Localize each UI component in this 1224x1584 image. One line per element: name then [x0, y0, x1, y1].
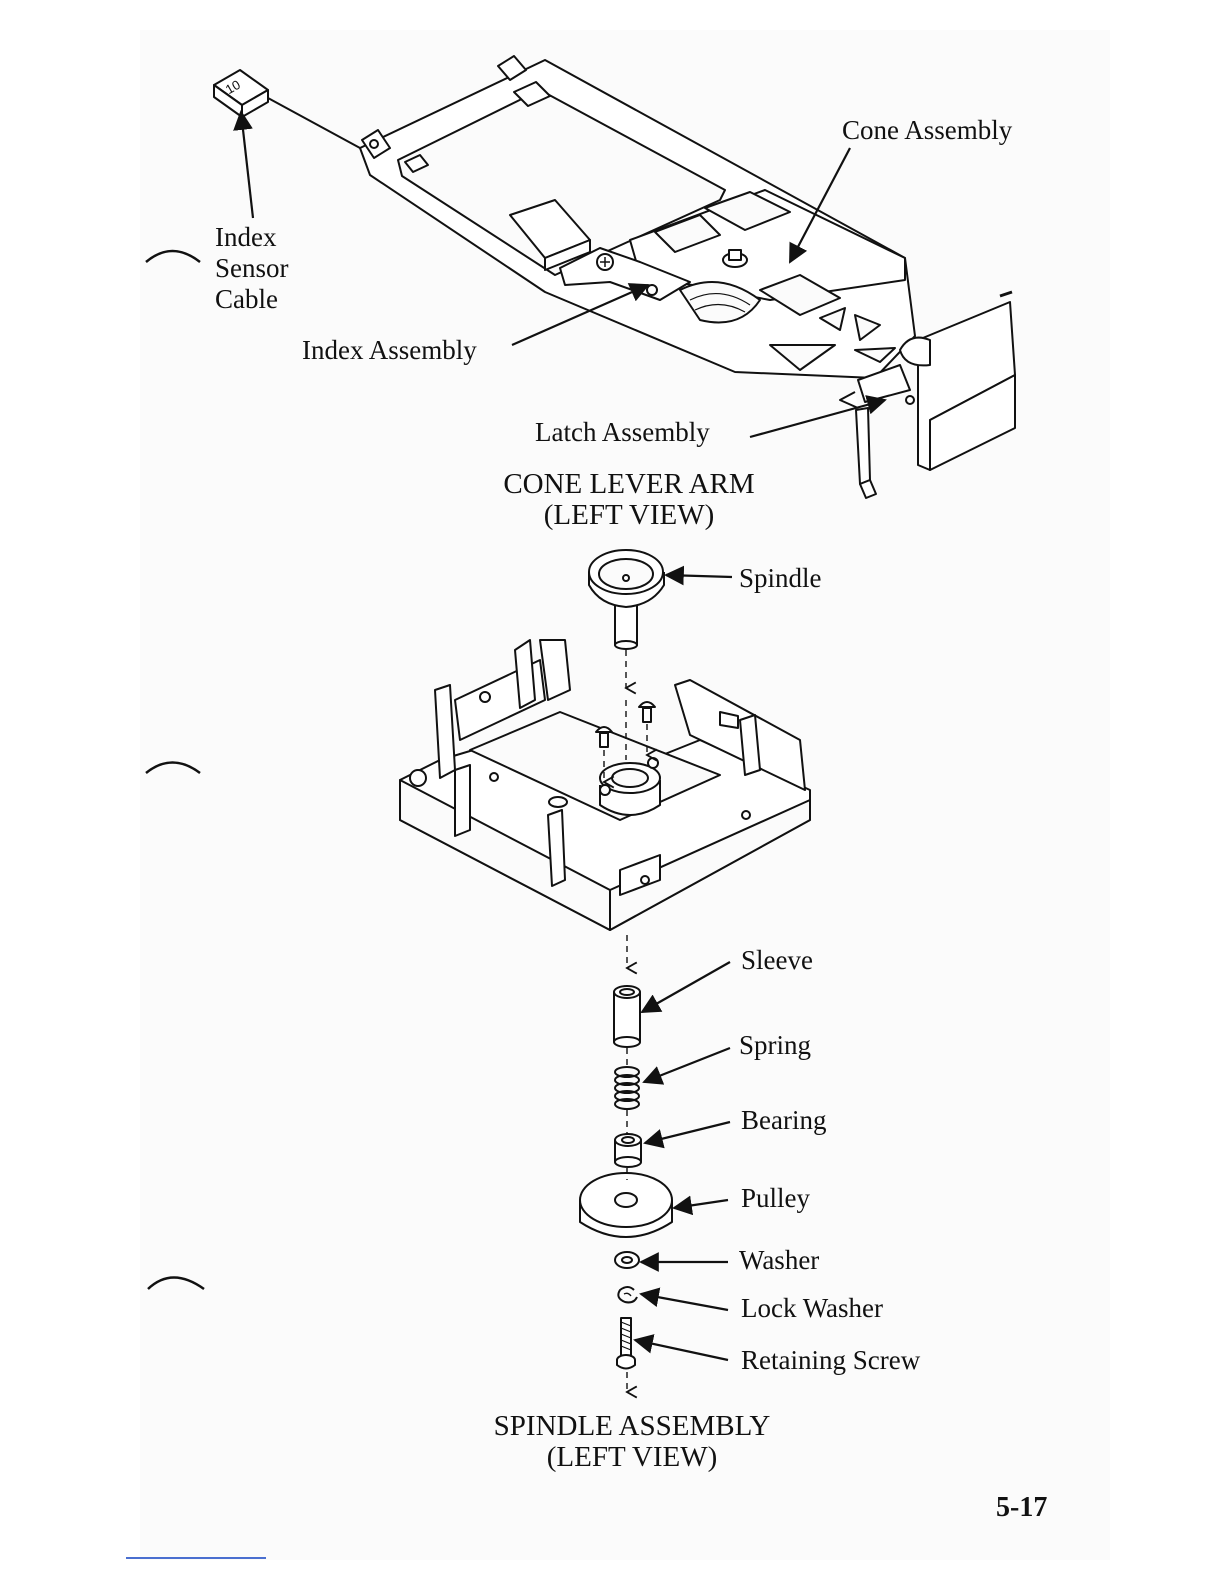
label-cone-assembly: Cone Assembly: [842, 115, 1012, 145]
label-index-sensor-cable-line2: Sensor: [215, 253, 289, 283]
binder-hole-marks: [146, 251, 204, 1289]
bearing-part: [615, 1134, 641, 1167]
lower-figure-title-line2: (LEFT VIEW): [452, 1441, 812, 1473]
upper-figure-title-line2: (LEFT VIEW): [479, 499, 779, 531]
index-sensor-connector: 10: [214, 70, 268, 117]
leader-spring: [644, 1048, 730, 1082]
label-latch-assembly: Latch Assembly: [535, 417, 710, 447]
spindle-part: [589, 550, 664, 649]
leader-index-sensor-cable: [241, 112, 253, 218]
label-index-sensor-cable-line3: Cable: [215, 284, 278, 314]
pulley-part: [580, 1173, 672, 1237]
label-bearing: Bearing: [741, 1105, 826, 1135]
label-index-sensor-cable-line1: Index: [215, 222, 276, 252]
leader-lock-washer: [641, 1294, 728, 1310]
label-lock-washer: Lock Washer: [741, 1293, 883, 1323]
sleeve-part: [614, 986, 640, 1047]
label-retaining-screw: Retaining Screw: [741, 1345, 920, 1375]
leader-sleeve: [642, 962, 730, 1012]
label-spring: Spring: [739, 1030, 811, 1060]
retaining-screw-part: [617, 1318, 635, 1369]
page-number: 5-17: [996, 1492, 1047, 1524]
label-index-assembly: Index Assembly: [302, 335, 477, 365]
washer-part: [615, 1252, 639, 1268]
label-sleeve: Sleeve: [741, 945, 813, 975]
label-pulley: Pulley: [741, 1183, 810, 1213]
leader-bearing: [645, 1122, 730, 1143]
leader-retaining-screw: [635, 1340, 728, 1360]
drive-chassis: [400, 640, 810, 930]
footer-rule: [126, 1557, 266, 1559]
label-washer: Washer: [739, 1245, 819, 1275]
label-spindle: Spindle: [739, 563, 822, 593]
lock-washer-part: [618, 1287, 637, 1302]
lower-figure-title-line1: SPINDLE ASSEMBLY: [452, 1410, 812, 1442]
leader-pulley: [674, 1200, 728, 1208]
upper-figure-title-line1: CONE LEVER ARM: [479, 468, 779, 500]
spring-part: [615, 1067, 639, 1109]
leader-spindle: [666, 575, 732, 577]
